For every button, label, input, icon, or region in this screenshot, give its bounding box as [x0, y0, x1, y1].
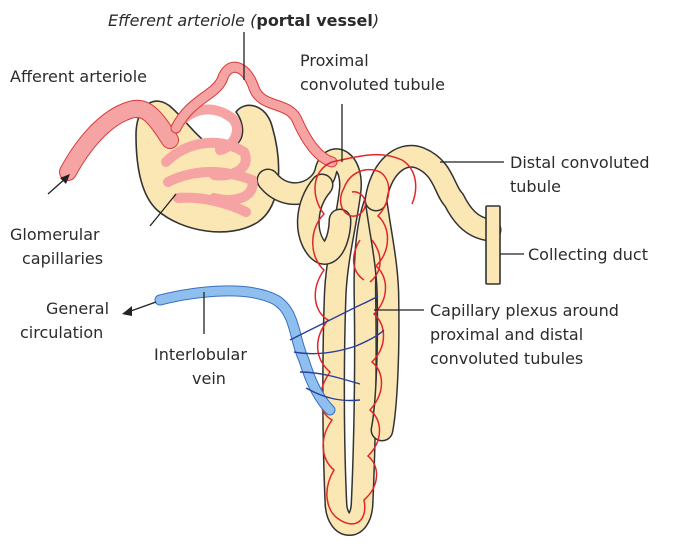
general-circulation-label: General — [46, 299, 109, 318]
glomerular-label-2: capillaries — [22, 249, 103, 268]
collecting-duct-label: Collecting duct — [528, 245, 648, 264]
capillary-plexus-label-3: convoluted tubules — [430, 349, 583, 368]
afferent-label: Afferent arteriole — [10, 67, 147, 86]
proximal-label-2: convoluted tubule — [300, 75, 445, 94]
glomerular-label: Glomerular — [10, 225, 100, 244]
distal-label: Distal convoluted — [510, 153, 650, 172]
efferent-label: Efferent arteriole (portal vessel) — [108, 11, 379, 30]
distal-label-2: tubule — [510, 177, 561, 196]
interlobular-label-2: vein — [192, 369, 226, 388]
distal-convoluted-tubule — [376, 156, 490, 230]
interlobular-label: Interlobular — [154, 345, 247, 364]
general-circulation-arrow — [128, 302, 156, 312]
general-circulation-arrowhead-icon — [122, 306, 132, 316]
collecting-duct — [486, 206, 500, 284]
capillary-plexus-label-2: proximal and distal — [430, 325, 583, 344]
capillary-plexus-label: Capillary plexus around — [430, 301, 619, 320]
general-circulation-label-2: circulation — [20, 323, 103, 342]
proximal-label: Proximal — [300, 51, 369, 70]
